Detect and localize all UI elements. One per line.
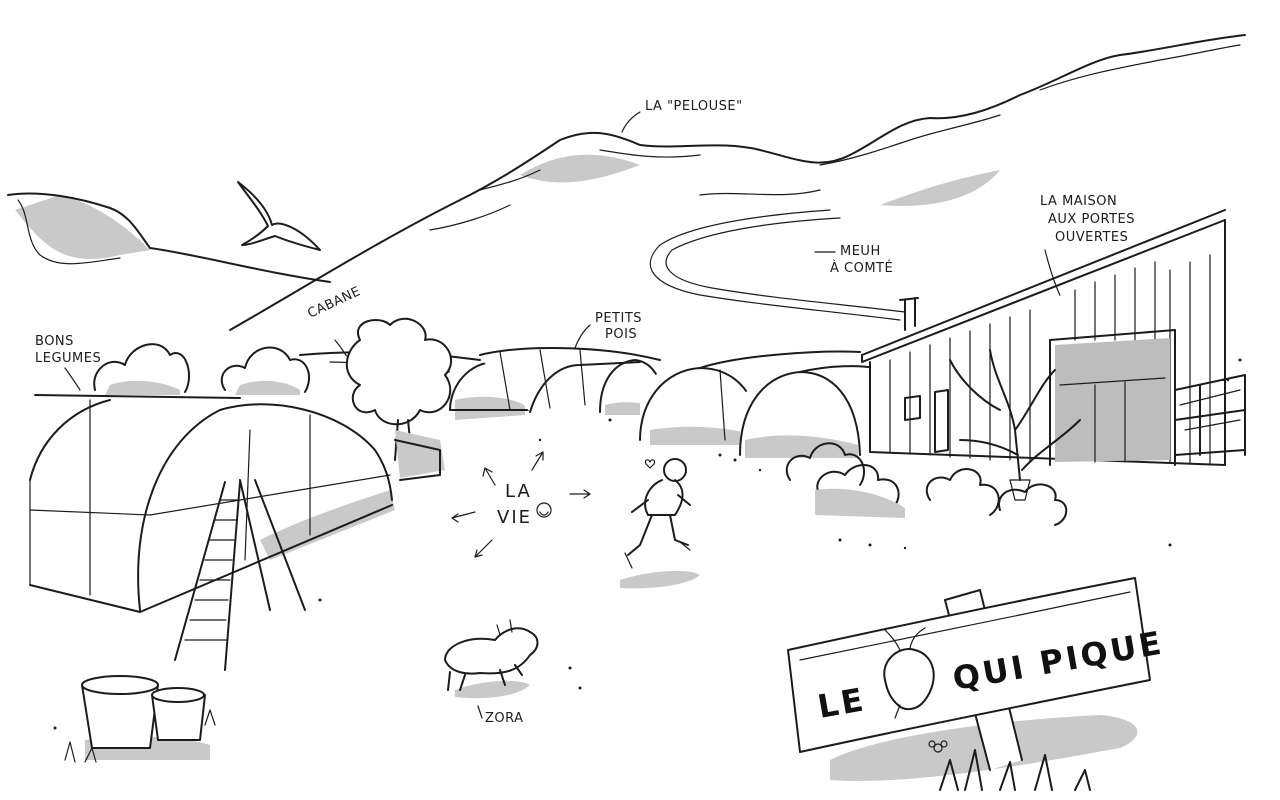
label-cabane: CABANE (305, 284, 363, 322)
label-maison-2: AUX PORTES (1048, 212, 1135, 227)
bird-icon (237, 181, 321, 251)
arrow-pelouse (621, 111, 641, 133)
label-meuh-2: À COMTÉ (830, 260, 893, 276)
main-greenhouse (29, 394, 395, 613)
pig-icon (444, 619, 539, 699)
tunnel-right-1 (639, 350, 861, 445)
label-bons-1: BONS (35, 334, 74, 349)
label-bons-2: LEGUMES (35, 351, 101, 366)
label-pelouse: LA "PELOUSE" (645, 99, 743, 114)
arrow-bons (64, 367, 81, 391)
arrow-maison (1044, 249, 1063, 301)
mountains (7, 34, 1246, 331)
label-petits-1: PETITS (595, 311, 642, 326)
label-la: LA (505, 481, 532, 502)
radish-icon (883, 627, 935, 719)
cabane-tree (345, 317, 452, 481)
label-vie: VIE (497, 507, 532, 528)
barn (861, 209, 1246, 466)
tunnel-middle (449, 361, 533, 420)
buckets (81, 675, 210, 760)
smiley-icon (536, 502, 552, 518)
tunnel-petits-pois (479, 347, 666, 415)
sign: LE QUI PIQUE (787, 577, 1167, 781)
arrows-la-vie (451, 451, 591, 558)
flower-icon (928, 740, 948, 753)
tunnel-right-2 (739, 365, 876, 458)
ladder (174, 479, 306, 671)
ground-dots (53, 358, 1242, 730)
label-maison-1: LA MAISON (1040, 194, 1117, 209)
grass (64, 709, 1091, 791)
label-zora: ZORA (485, 711, 524, 726)
label-petits-2: POIS (605, 327, 637, 342)
bushes (93, 343, 310, 395)
arrow-zora (477, 705, 483, 719)
label-maison-3: OUVERTES (1055, 230, 1128, 245)
heart-icon (644, 459, 656, 469)
label-meuh-1: MEUH (840, 244, 881, 259)
sign-word-le: LE (815, 680, 869, 726)
bare-tree (949, 349, 1081, 501)
arrow-petits (574, 324, 591, 349)
front-bushes (785, 442, 1068, 526)
running-child (620, 458, 700, 589)
